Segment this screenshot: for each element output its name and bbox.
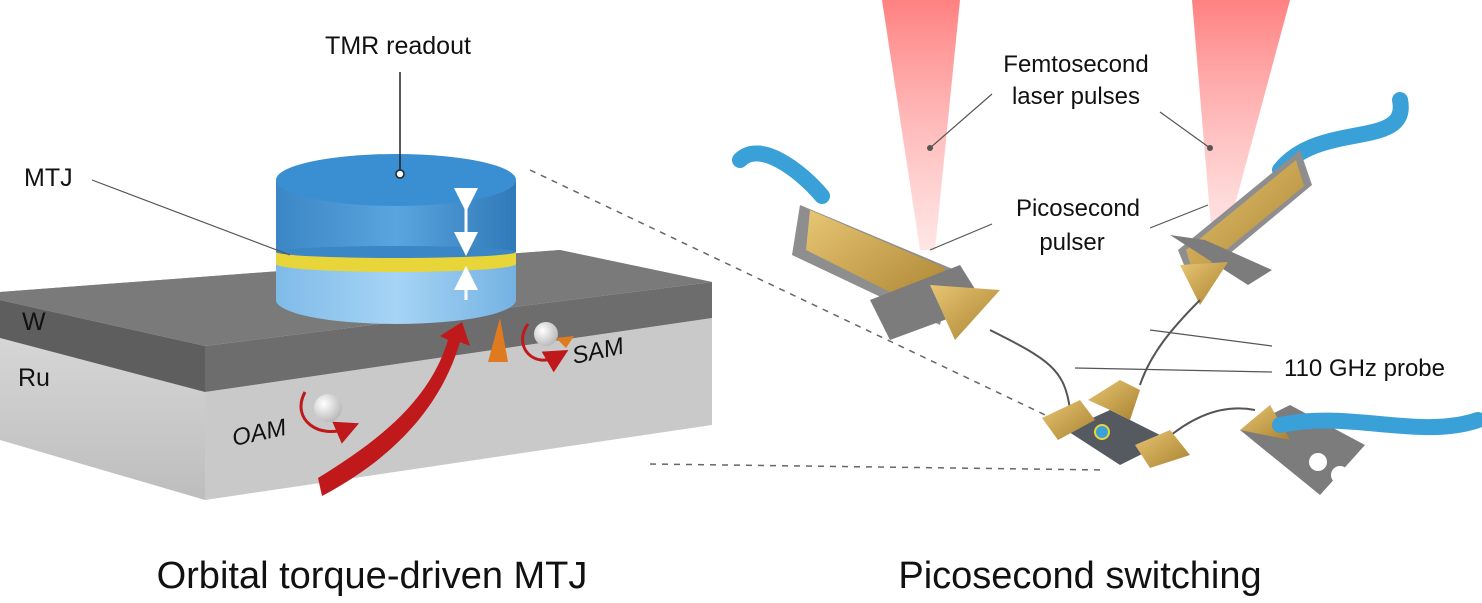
right-panel: Femtosecond laser pulses Picosecond puls…: [732, 0, 1482, 597]
probe-wire-left: [989, 329, 1071, 411]
sam-rotation-icon: [521, 323, 569, 373]
oam-rotation-icon: [299, 391, 360, 444]
probe-leader-a: [1149, 329, 1273, 347]
laser-beam-left: [882, 0, 960, 250]
pulser-right: [1170, 150, 1312, 305]
picosecond-label-line1: Picosecond: [1016, 195, 1140, 222]
spin-current-arrow: [488, 318, 508, 362]
right-caption: Picosecond switching: [898, 555, 1261, 597]
femto-leader-right: [1159, 111, 1211, 149]
current-arrow: [318, 322, 470, 496]
femto-point-left: [927, 145, 933, 151]
w-label: W: [22, 308, 46, 336]
femto-point-right: [1207, 145, 1213, 151]
tmr-readout-point: [395, 169, 405, 179]
pulser-leader-right: [1149, 204, 1209, 229]
sam-spin-arrow-icon: [556, 336, 574, 348]
probe-label: 110 GHz probe: [1284, 355, 1445, 382]
pulser-leader-left: [929, 223, 993, 251]
cable-left: [732, 145, 830, 204]
pulser-right-tip: [1180, 262, 1228, 305]
femto-leader-left: [929, 93, 993, 149]
femtosecond-label-line1: Femtosecond: [1003, 51, 1148, 78]
oam-electron: [314, 394, 342, 422]
laser-beam-right: [1192, 0, 1290, 238]
left-panel: TMR readout MTJ W Ru OAM SAM Orbital tor…: [0, 32, 712, 597]
mtj-top-face: [276, 154, 516, 206]
ru-substrate-side: [205, 318, 712, 500]
probe-leader-b: [1074, 367, 1273, 373]
picosecond-label-line2: pulser: [1039, 229, 1104, 256]
pulser-left: [792, 205, 1000, 340]
sam-electron: [534, 322, 558, 346]
w-layer-front: [0, 300, 205, 392]
ru-label: Ru: [18, 364, 50, 392]
sample-chip: [1042, 380, 1190, 468]
cable-front: [1272, 412, 1482, 436]
zoom-line-bottom: [649, 463, 1106, 471]
mtj-pillar: [276, 154, 516, 324]
probe-wire-right: [1139, 299, 1201, 386]
femtosecond-label-line2: laser pulses: [1012, 83, 1140, 110]
mtj-label: MTJ: [24, 164, 73, 192]
pulser-left-tip: [930, 285, 1000, 340]
zoom-line-top: [529, 169, 1061, 423]
probe-wire-front: [1164, 407, 1256, 441]
device-pillar: [1094, 424, 1110, 440]
tmr-readout-label: TMR readout: [325, 32, 471, 60]
mtj-leader-line: [91, 179, 291, 256]
left-caption: Orbital torque-driven MTJ: [157, 555, 588, 597]
